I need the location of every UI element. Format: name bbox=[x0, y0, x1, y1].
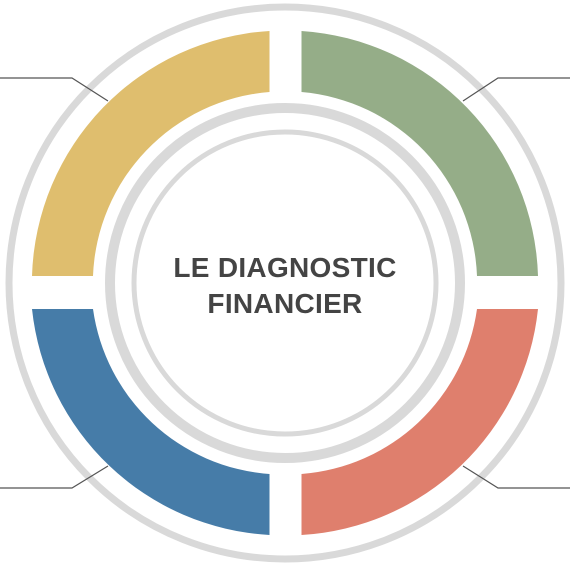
segment-bottom-left bbox=[32, 309, 270, 535]
diagram-title-line1: LE DIAGNOSTIC bbox=[173, 252, 397, 283]
outer-ring bbox=[5, 3, 565, 563]
leader-line-bottom-left bbox=[0, 465, 109, 489]
diagram-title-line2: FINANCIER bbox=[207, 288, 363, 319]
diagram-title: LE DIAGNOSTIC FINANCIER bbox=[135, 250, 435, 322]
segment-bottom-right bbox=[301, 309, 538, 535]
inner-ring-outer bbox=[105, 103, 465, 463]
segment-top-right bbox=[301, 31, 538, 276]
leader-line-top-right bbox=[462, 77, 570, 102]
segment-top-left bbox=[32, 31, 270, 276]
leader-line-bottom-right bbox=[462, 465, 570, 489]
leader-line-top-left bbox=[0, 77, 109, 102]
inner-ring-inner bbox=[131, 129, 439, 437]
